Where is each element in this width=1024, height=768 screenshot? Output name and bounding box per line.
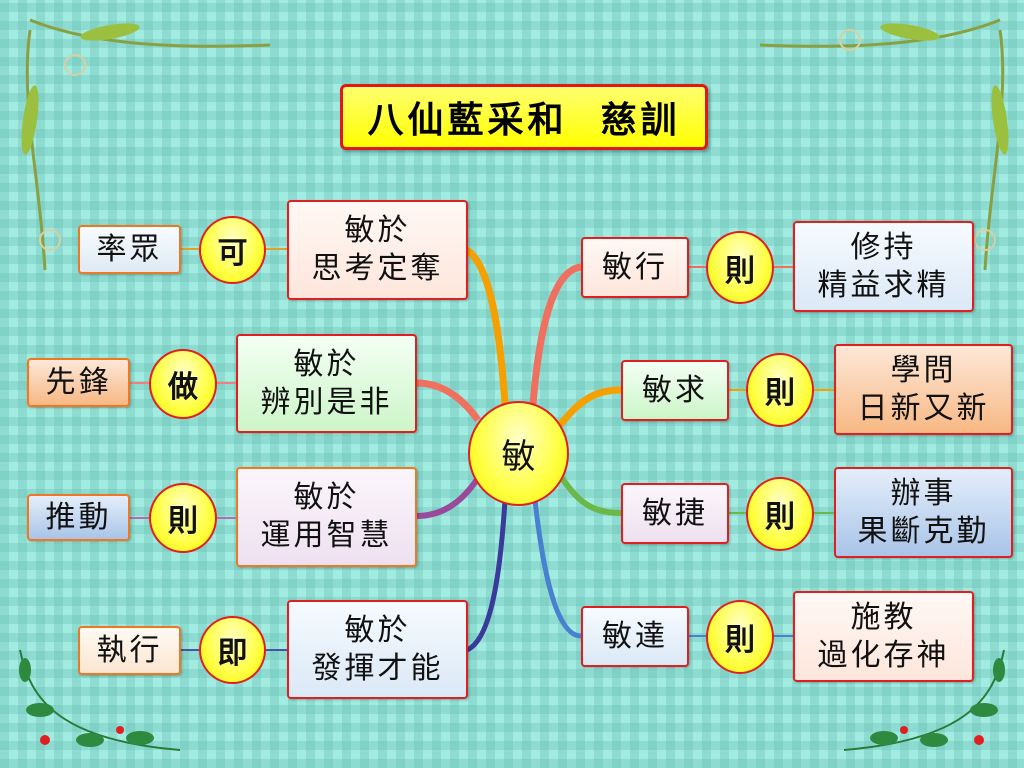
branch-right-4 xyxy=(532,499,582,639)
result-line: 日新又新 xyxy=(857,390,990,426)
topic-right-4[interactable]: 敏達 xyxy=(581,606,689,667)
branch-left-4 xyxy=(465,499,508,653)
result-right-4[interactable]: 施教 過化存神 xyxy=(793,591,974,682)
topic-line: 敏於 xyxy=(344,213,411,248)
topic-line: 發揮才能 xyxy=(311,650,444,686)
topic-line: 敏於 xyxy=(293,346,360,382)
holly-bottom-right-icon xyxy=(843,649,1005,751)
branch-right-3 xyxy=(559,476,622,516)
connector-right-3[interactable]: 則 xyxy=(746,477,814,551)
connector-left-3[interactable]: 則 xyxy=(149,483,217,553)
connector-right-4[interactable]: 則 xyxy=(706,600,774,674)
branch-right-1 xyxy=(529,263,582,405)
result-line: 果斷克勤 xyxy=(857,513,990,549)
topic-left-4[interactable]: 敏於 發揮才能 xyxy=(287,600,468,699)
branch-left-1 xyxy=(464,247,509,405)
result-left-4[interactable]: 執行 xyxy=(78,626,181,675)
result-right-3[interactable]: 辦事 果斷克勤 xyxy=(834,467,1013,558)
connector-left-2[interactable]: 做 xyxy=(149,349,217,419)
topic-right-1[interactable]: 敏行 xyxy=(581,237,689,298)
branch-left-3 xyxy=(415,476,481,519)
topic-line: 敏於 xyxy=(293,480,360,515)
result-line: 精益求精 xyxy=(817,267,950,303)
topic-line: 運用智慧 xyxy=(260,518,393,553)
connector-left-1[interactable]: 可 xyxy=(199,216,266,284)
branch-right-2 xyxy=(557,386,622,428)
result-line: 修持 xyxy=(850,229,917,265)
topic-line: 思考定奪 xyxy=(311,251,444,286)
topic-left-2[interactable]: 敏於 辨別是非 xyxy=(236,334,417,433)
result-line: 施教 xyxy=(850,599,917,635)
result-line: 學問 xyxy=(890,352,957,388)
result-left-1[interactable]: 率眾 xyxy=(78,225,181,274)
connector-left-4[interactable]: 即 xyxy=(199,616,266,684)
result-right-1[interactable]: 修持 精益求精 xyxy=(793,221,974,312)
result-right-2[interactable]: 學問 日新又新 xyxy=(834,344,1013,435)
page-title: 八仙藍采和 慈訓 xyxy=(340,84,708,150)
topic-left-1[interactable]: 敏於 思考定奪 xyxy=(287,200,468,300)
corner-vine-top-left-icon xyxy=(21,18,271,271)
result-line: 辦事 xyxy=(890,475,957,511)
connector-right-2[interactable]: 則 xyxy=(746,353,814,427)
corner-vine-top-right-icon xyxy=(760,18,1009,271)
topic-right-3[interactable]: 敏捷 xyxy=(621,483,729,544)
topic-line: 辨別是非 xyxy=(260,384,393,420)
topic-left-3[interactable]: 敏於 運用智慧 xyxy=(236,467,417,567)
result-left-2[interactable]: 先鋒 xyxy=(27,358,130,407)
topic-line: 敏於 xyxy=(344,612,411,648)
holly-bottom-left-icon xyxy=(19,649,181,751)
central-topic[interactable]: 敏 xyxy=(468,401,569,506)
topic-right-2[interactable]: 敏求 xyxy=(621,360,729,421)
branch-left-2 xyxy=(415,379,481,423)
connector-right-1[interactable]: 則 xyxy=(706,231,774,304)
result-line: 過化存神 xyxy=(817,637,950,673)
result-left-3[interactable]: 推動 xyxy=(27,494,130,541)
